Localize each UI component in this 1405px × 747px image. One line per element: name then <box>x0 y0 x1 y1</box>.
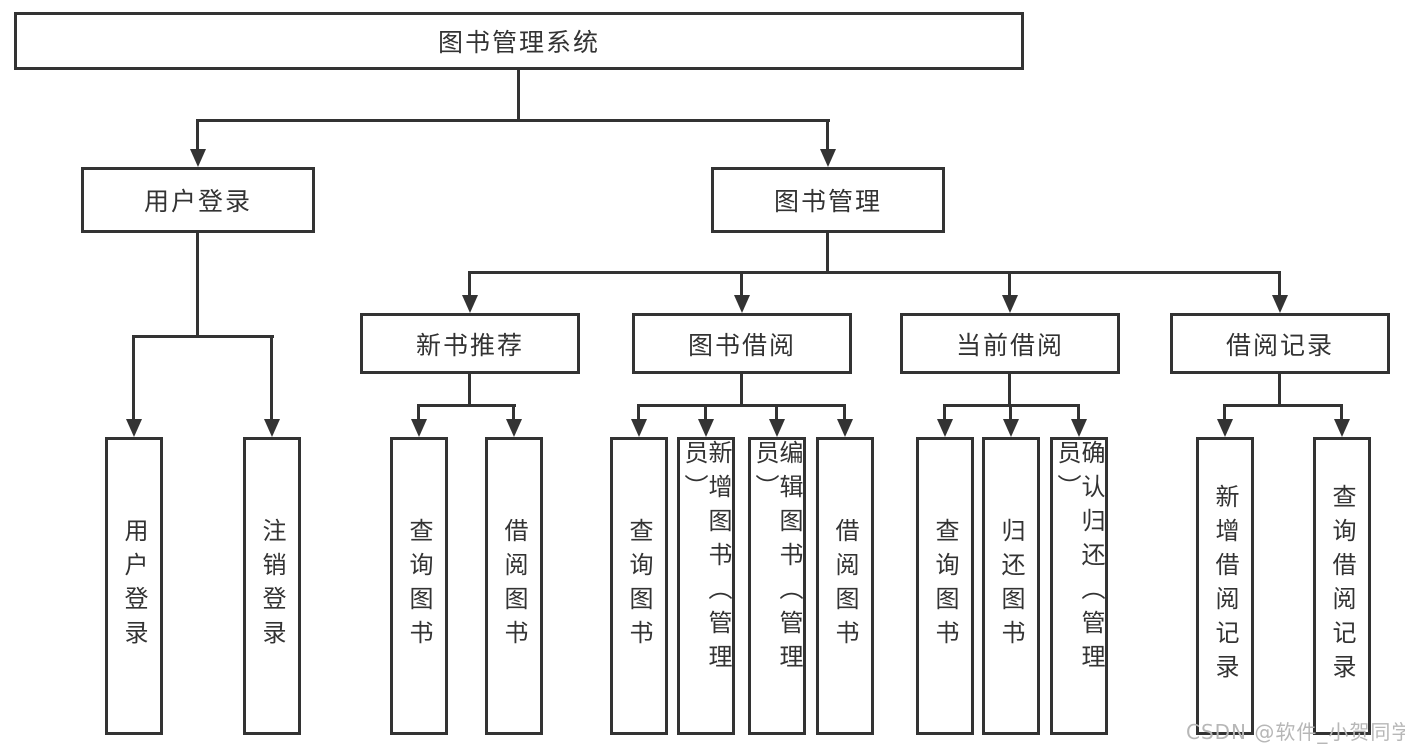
leaf-current-confirm-admin: 确认归还（管理员） <box>1050 437 1108 735</box>
connector-login-leaf1-drop <box>132 335 135 420</box>
connector-current-stem <box>1008 374 1011 407</box>
leaf-borrow-borrow: 借阅图书 <box>816 437 874 735</box>
connector-record-leaf2-drop <box>1340 404 1343 420</box>
connector-borrow-stem <box>740 374 743 407</box>
node-new-book-recommend: 新书推荐 <box>360 313 580 374</box>
connector-record-stem <box>1278 374 1281 407</box>
arrowhead-user-login <box>190 149 206 167</box>
arrowhead-book-mgmt <box>820 149 836 167</box>
arrowhead-current-leaf2 <box>1003 419 1019 437</box>
connector-login-leaf2-drop <box>270 335 273 420</box>
connector-borrow-rail <box>638 404 846 407</box>
leaf-record-query: 查询借阅记录 <box>1313 437 1371 735</box>
arrowhead-borrow-leaf4 <box>837 419 853 437</box>
arrowhead-borrow-leaf1 <box>631 419 647 437</box>
connector-user-login-drop <box>196 119 199 151</box>
leaf-newbook-borrow: 借阅图书 <box>485 437 543 735</box>
connector-current-leaf3-drop <box>1077 404 1080 420</box>
node-current-borrow: 当前借阅 <box>900 313 1120 374</box>
connector-root-rail <box>197 119 830 122</box>
leaf-borrow-query: 查询图书 <box>610 437 668 735</box>
connector-newbook-rail <box>418 404 516 407</box>
arrowhead-current <box>1002 295 1018 313</box>
arrowhead-login-leaf2 <box>264 419 280 437</box>
leaf-current-query: 查询图书 <box>916 437 974 735</box>
node-book-borrow: 图书借阅 <box>632 313 852 374</box>
node-user-login: 用户登录 <box>81 167 315 233</box>
leaf-current-return: 归还图书 <box>982 437 1040 735</box>
leaf-logout: 注销登录 <box>243 437 301 735</box>
connector-user-login-rail <box>133 335 274 338</box>
connector-current-leaf1-drop <box>943 404 946 420</box>
arrowhead-borrow <box>734 295 750 313</box>
arrowhead-record-leaf2 <box>1334 419 1350 437</box>
connector-borrow-drop <box>740 271 743 297</box>
csdn-watermark: CSDN @软件_小贺同学 <box>1186 720 1405 744</box>
connector-root-stem <box>517 70 520 120</box>
connector-record-drop <box>1278 271 1281 297</box>
leaf-user-login: 用户登录 <box>105 437 163 735</box>
leaf-borrow-edit-admin: 编辑图书（管理员） <box>748 437 806 735</box>
connector-borrow-leaf3-drop <box>775 404 778 420</box>
connector-newbook-stem <box>468 374 471 407</box>
node-root-system: 图书管理系统 <box>14 12 1024 70</box>
connector-newbook-drop <box>468 271 471 297</box>
connector-current-leaf2-drop <box>1009 404 1012 420</box>
connector-user-login-stem <box>196 233 199 336</box>
arrowhead-newbook-leaf2 <box>506 419 522 437</box>
node-borrow-record: 借阅记录 <box>1170 313 1390 374</box>
connector-book-mgmt-stem <box>826 233 829 273</box>
leaf-newbook-query: 查询图书 <box>390 437 448 735</box>
arrowhead-record-leaf1 <box>1217 419 1233 437</box>
arrowhead-current-leaf1 <box>937 419 953 437</box>
arrowhead-newbook-leaf1 <box>411 419 427 437</box>
connector-book-mgmt-rail <box>469 271 1281 274</box>
connector-current-drop <box>1008 271 1011 297</box>
connector-borrow-leaf4-drop <box>843 404 846 420</box>
arrowhead-borrow-leaf3 <box>769 419 785 437</box>
connector-borrow-leaf2-drop <box>704 404 707 420</box>
connector-record-rail <box>1224 404 1342 407</box>
leaf-record-add: 新增借阅记录 <box>1196 437 1254 735</box>
connector-newbook-leaf1-drop <box>417 404 420 420</box>
arrowhead-current-leaf3 <box>1071 419 1087 437</box>
node-book-management: 图书管理 <box>711 167 945 233</box>
connector-newbook-leaf2-drop <box>512 404 515 420</box>
arrowhead-borrow-leaf2 <box>698 419 714 437</box>
arrowhead-login-leaf1 <box>126 419 142 437</box>
arrowhead-newbook <box>462 295 478 313</box>
connector-borrow-leaf1-drop <box>637 404 640 420</box>
arrowhead-record <box>1272 295 1288 313</box>
leaf-borrow-add-admin: 新增图书（管理员） <box>677 437 735 735</box>
connector-record-leaf1-drop <box>1223 404 1226 420</box>
connector-current-rail <box>944 404 1080 407</box>
connector-book-mgmt-drop <box>826 119 829 151</box>
